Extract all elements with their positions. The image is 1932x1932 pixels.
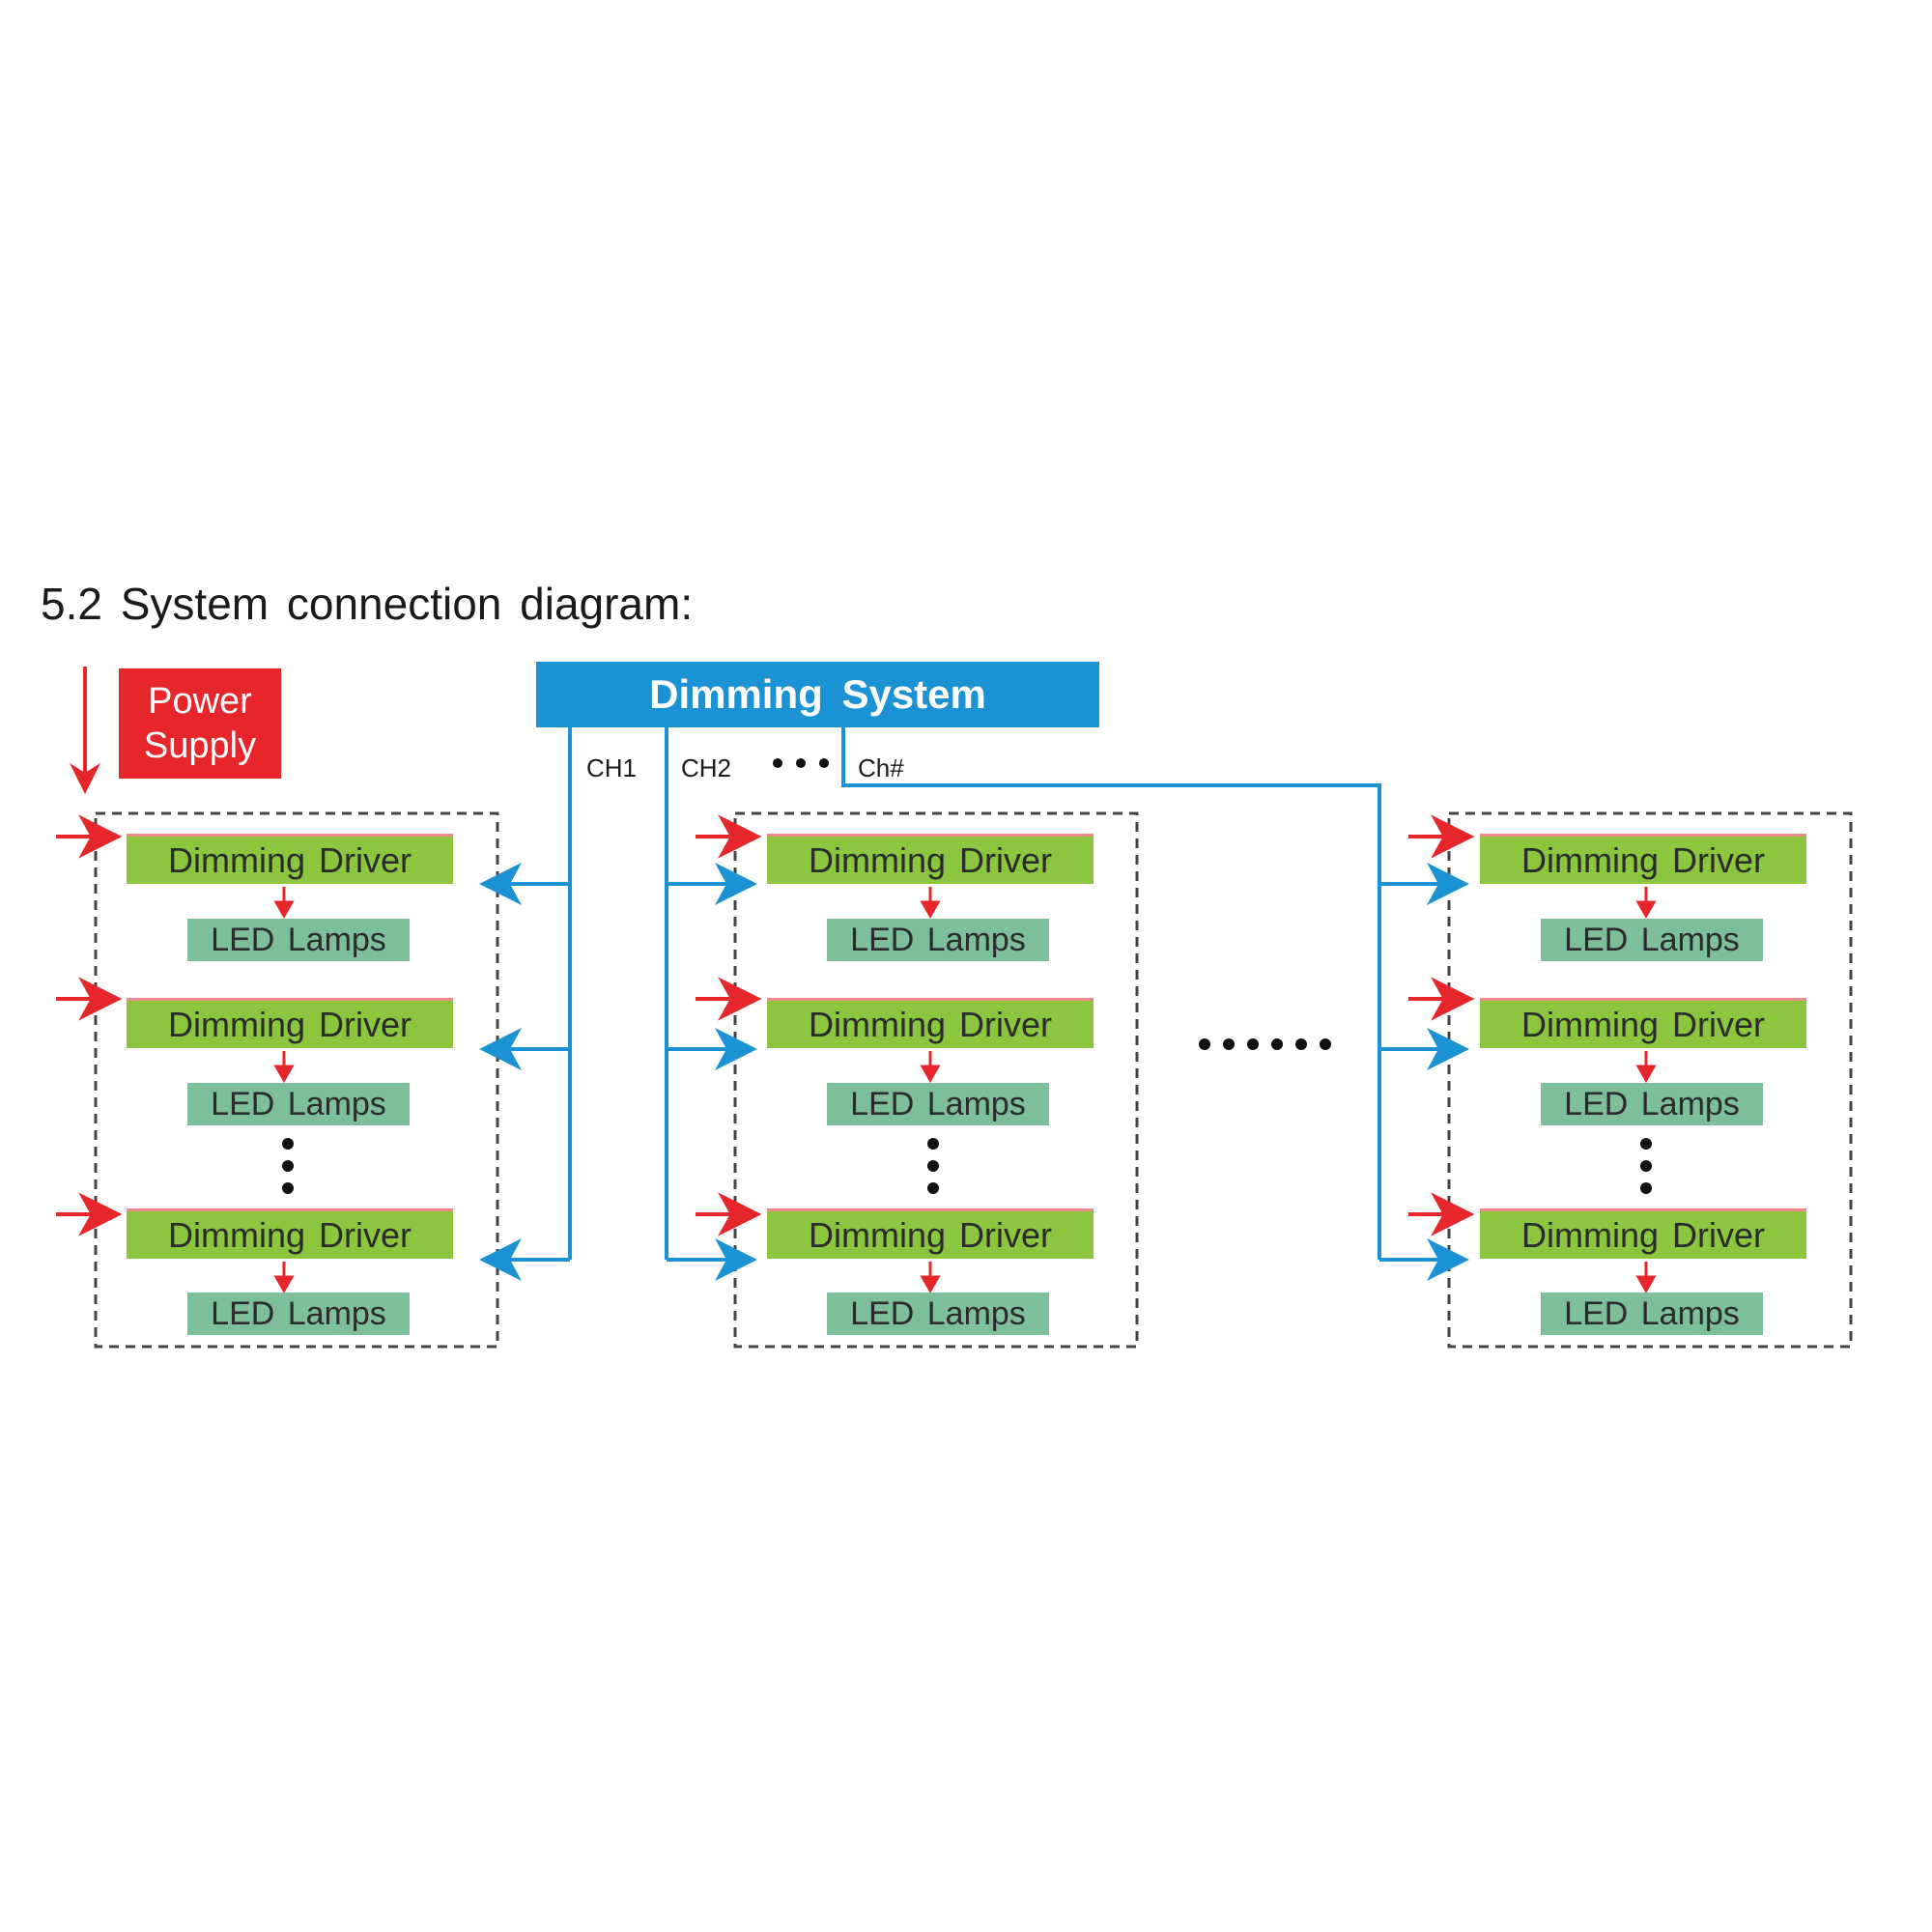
channel-ellipsis bbox=[773, 758, 829, 768]
channel-label-chn: Ch# bbox=[858, 753, 904, 782]
signal-arrowheads bbox=[479, 863, 1469, 1281]
channel-label-ch1: CH1 bbox=[586, 753, 638, 782]
dimming-driver: Dimming Driver bbox=[127, 998, 453, 1048]
led-lamps: LED Lamps bbox=[827, 1083, 1049, 1125]
power-supply-box: Power Supply bbox=[119, 668, 281, 779]
dimming-driver: Dimming Driver bbox=[1480, 1208, 1806, 1259]
dimming-driver: Dimming Driver bbox=[767, 998, 1094, 1048]
dimming-driver: Dimming Driver bbox=[127, 1208, 453, 1259]
channel-bus-lines bbox=[493, 727, 1461, 1262]
vertical-ellipsis bbox=[282, 1138, 1652, 1194]
dimming-driver: Dimming Driver bbox=[1480, 998, 1806, 1048]
led-lamps: LED Lamps bbox=[187, 919, 410, 961]
power-supply-line-2: Supply bbox=[143, 725, 257, 766]
led-lamps: LED Lamps bbox=[827, 1293, 1049, 1335]
led-lamps: LED Lamps bbox=[187, 1083, 410, 1125]
led-lamps: LED Lamps bbox=[1541, 1083, 1763, 1125]
power-supply-line-1: Power bbox=[148, 681, 252, 722]
driver-group-box-2 bbox=[733, 811, 1139, 1349]
dimming-system-box: Dimming System bbox=[536, 662, 1099, 727]
section-heading: 5.2 System connection diagram: bbox=[41, 579, 694, 629]
driver-to-lamp-arrows bbox=[273, 887, 1657, 1294]
led-lamps: LED Lamps bbox=[187, 1293, 410, 1335]
dimming-driver: Dimming Driver bbox=[767, 834, 1094, 884]
dimming-driver: Dimming Driver bbox=[1480, 834, 1806, 884]
dimming-driver: Dimming Driver bbox=[127, 834, 453, 884]
led-lamps: LED Lamps bbox=[827, 919, 1049, 961]
power-supply-arrow bbox=[70, 667, 100, 794]
led-lamps: LED Lamps bbox=[1541, 919, 1763, 961]
driver-group-box-1 bbox=[94, 811, 499, 1349]
dimming-driver: Dimming Driver bbox=[767, 1208, 1094, 1259]
power-input-arrows bbox=[56, 814, 1475, 1236]
group-ellipsis bbox=[1199, 1038, 1331, 1050]
led-lamps: LED Lamps bbox=[1541, 1293, 1763, 1335]
driver-group-box-3 bbox=[1447, 811, 1853, 1349]
channel-label-ch2: CH2 bbox=[681, 753, 732, 782]
